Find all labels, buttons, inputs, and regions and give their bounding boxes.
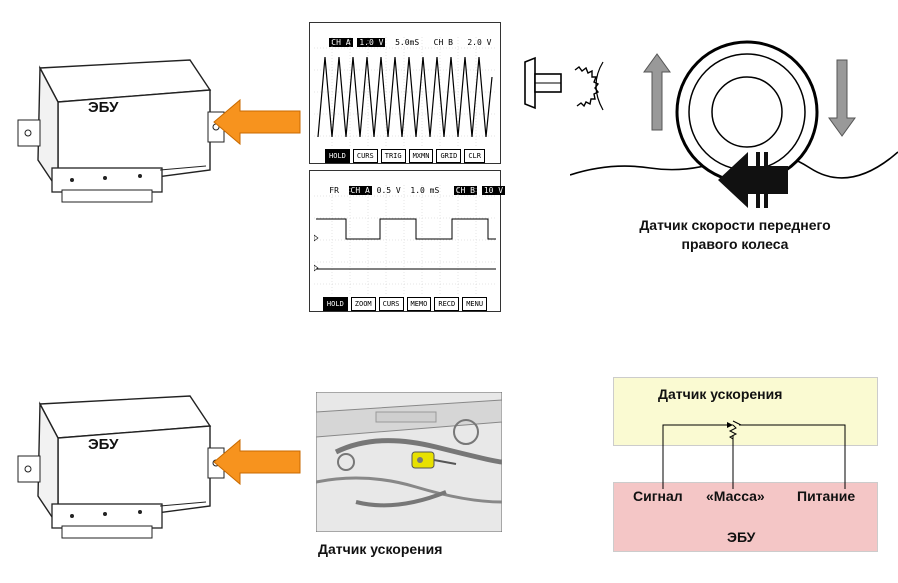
- scope2-zoom-button[interactable]: ZOOM: [350, 297, 376, 311]
- scope-bottom-header: FR CH A 0.5 V 1.0 mS CH B 10 V: [329, 186, 506, 195]
- accel-sensor-photo: [316, 392, 502, 532]
- wheel-caption-line2: правого колеса: [681, 236, 789, 252]
- scope-clr-button[interactable]: CLR: [464, 149, 485, 163]
- scope2-recd-button[interactable]: RECD: [434, 297, 460, 311]
- speed-sensor-icon: [524, 56, 604, 111]
- scope2-memo-button[interactable]: MEMO: [406, 297, 432, 311]
- scope-bottom-waveform: [314, 185, 496, 295]
- scope-hold-button[interactable]: HOLD: [325, 149, 350, 163]
- ecu-top-label: ЭБУ: [88, 99, 119, 116]
- scope-grid-button[interactable]: GRID: [436, 149, 462, 163]
- arrow-left-icon: [213, 98, 301, 146]
- scope-top-header: CH A 1.0 V 5.0mS CH B 2.0 V: [329, 38, 492, 47]
- scope-trig-button[interactable]: TRIG: [380, 149, 406, 163]
- wheel-caption-line1: Датчик скорости переднего: [639, 217, 831, 233]
- scope2-curs-button[interactable]: CURS: [378, 297, 404, 311]
- schematic-sensor-title: Датчик ускорения: [658, 386, 783, 402]
- wheel-sensor-caption: Датчик скорости переднего правого колеса: [600, 216, 870, 254]
- ecu-bottom-label: ЭБУ: [88, 436, 119, 453]
- scope-curs-button[interactable]: CURS: [352, 149, 378, 163]
- scope-top-waveform: [314, 37, 496, 147]
- schematic-ecu-label: ЭБУ: [727, 529, 756, 545]
- arrow-left-icon: [213, 438, 301, 486]
- ecu-unit-bottom: [17, 395, 225, 539]
- oscilloscope-top: CH A 1.0 V 5.0mS CH B 2.0 V HOLD CURS TR…: [309, 22, 501, 164]
- pin-ground-label: «Масса»: [706, 488, 765, 504]
- schematic-wiring: [662, 420, 846, 489]
- ecu-unit-top: [17, 59, 225, 203]
- accel-photo-caption: Датчик ускорения: [318, 541, 443, 557]
- schematic-ecu-box: [613, 482, 878, 552]
- scope2-menu-button[interactable]: MENU: [462, 297, 488, 311]
- wheel-diagram: [570, 40, 898, 208]
- pin-power-label: Питание: [797, 488, 856, 504]
- scope-bottom-buttons: HOLD ZOOM CURS MEMO RECD MENU: [310, 295, 500, 311]
- scope-top-buttons: HOLD CURS TRIG MXMN GRID CLR: [310, 147, 500, 163]
- oscilloscope-bottom: FR CH A 0.5 V 1.0 mS CH B 10 V HOLD ZOOM…: [309, 170, 506, 312]
- scope-mxmn-button[interactable]: MXMN: [408, 149, 434, 163]
- pin-signal-label: Сигнал: [633, 488, 683, 504]
- accel-schematic: Датчик ускорения Сигнал «Масса» Питание …: [613, 377, 878, 552]
- schematic-sensor-box: [613, 377, 878, 446]
- scope2-hold-button[interactable]: HOLD: [322, 297, 348, 311]
